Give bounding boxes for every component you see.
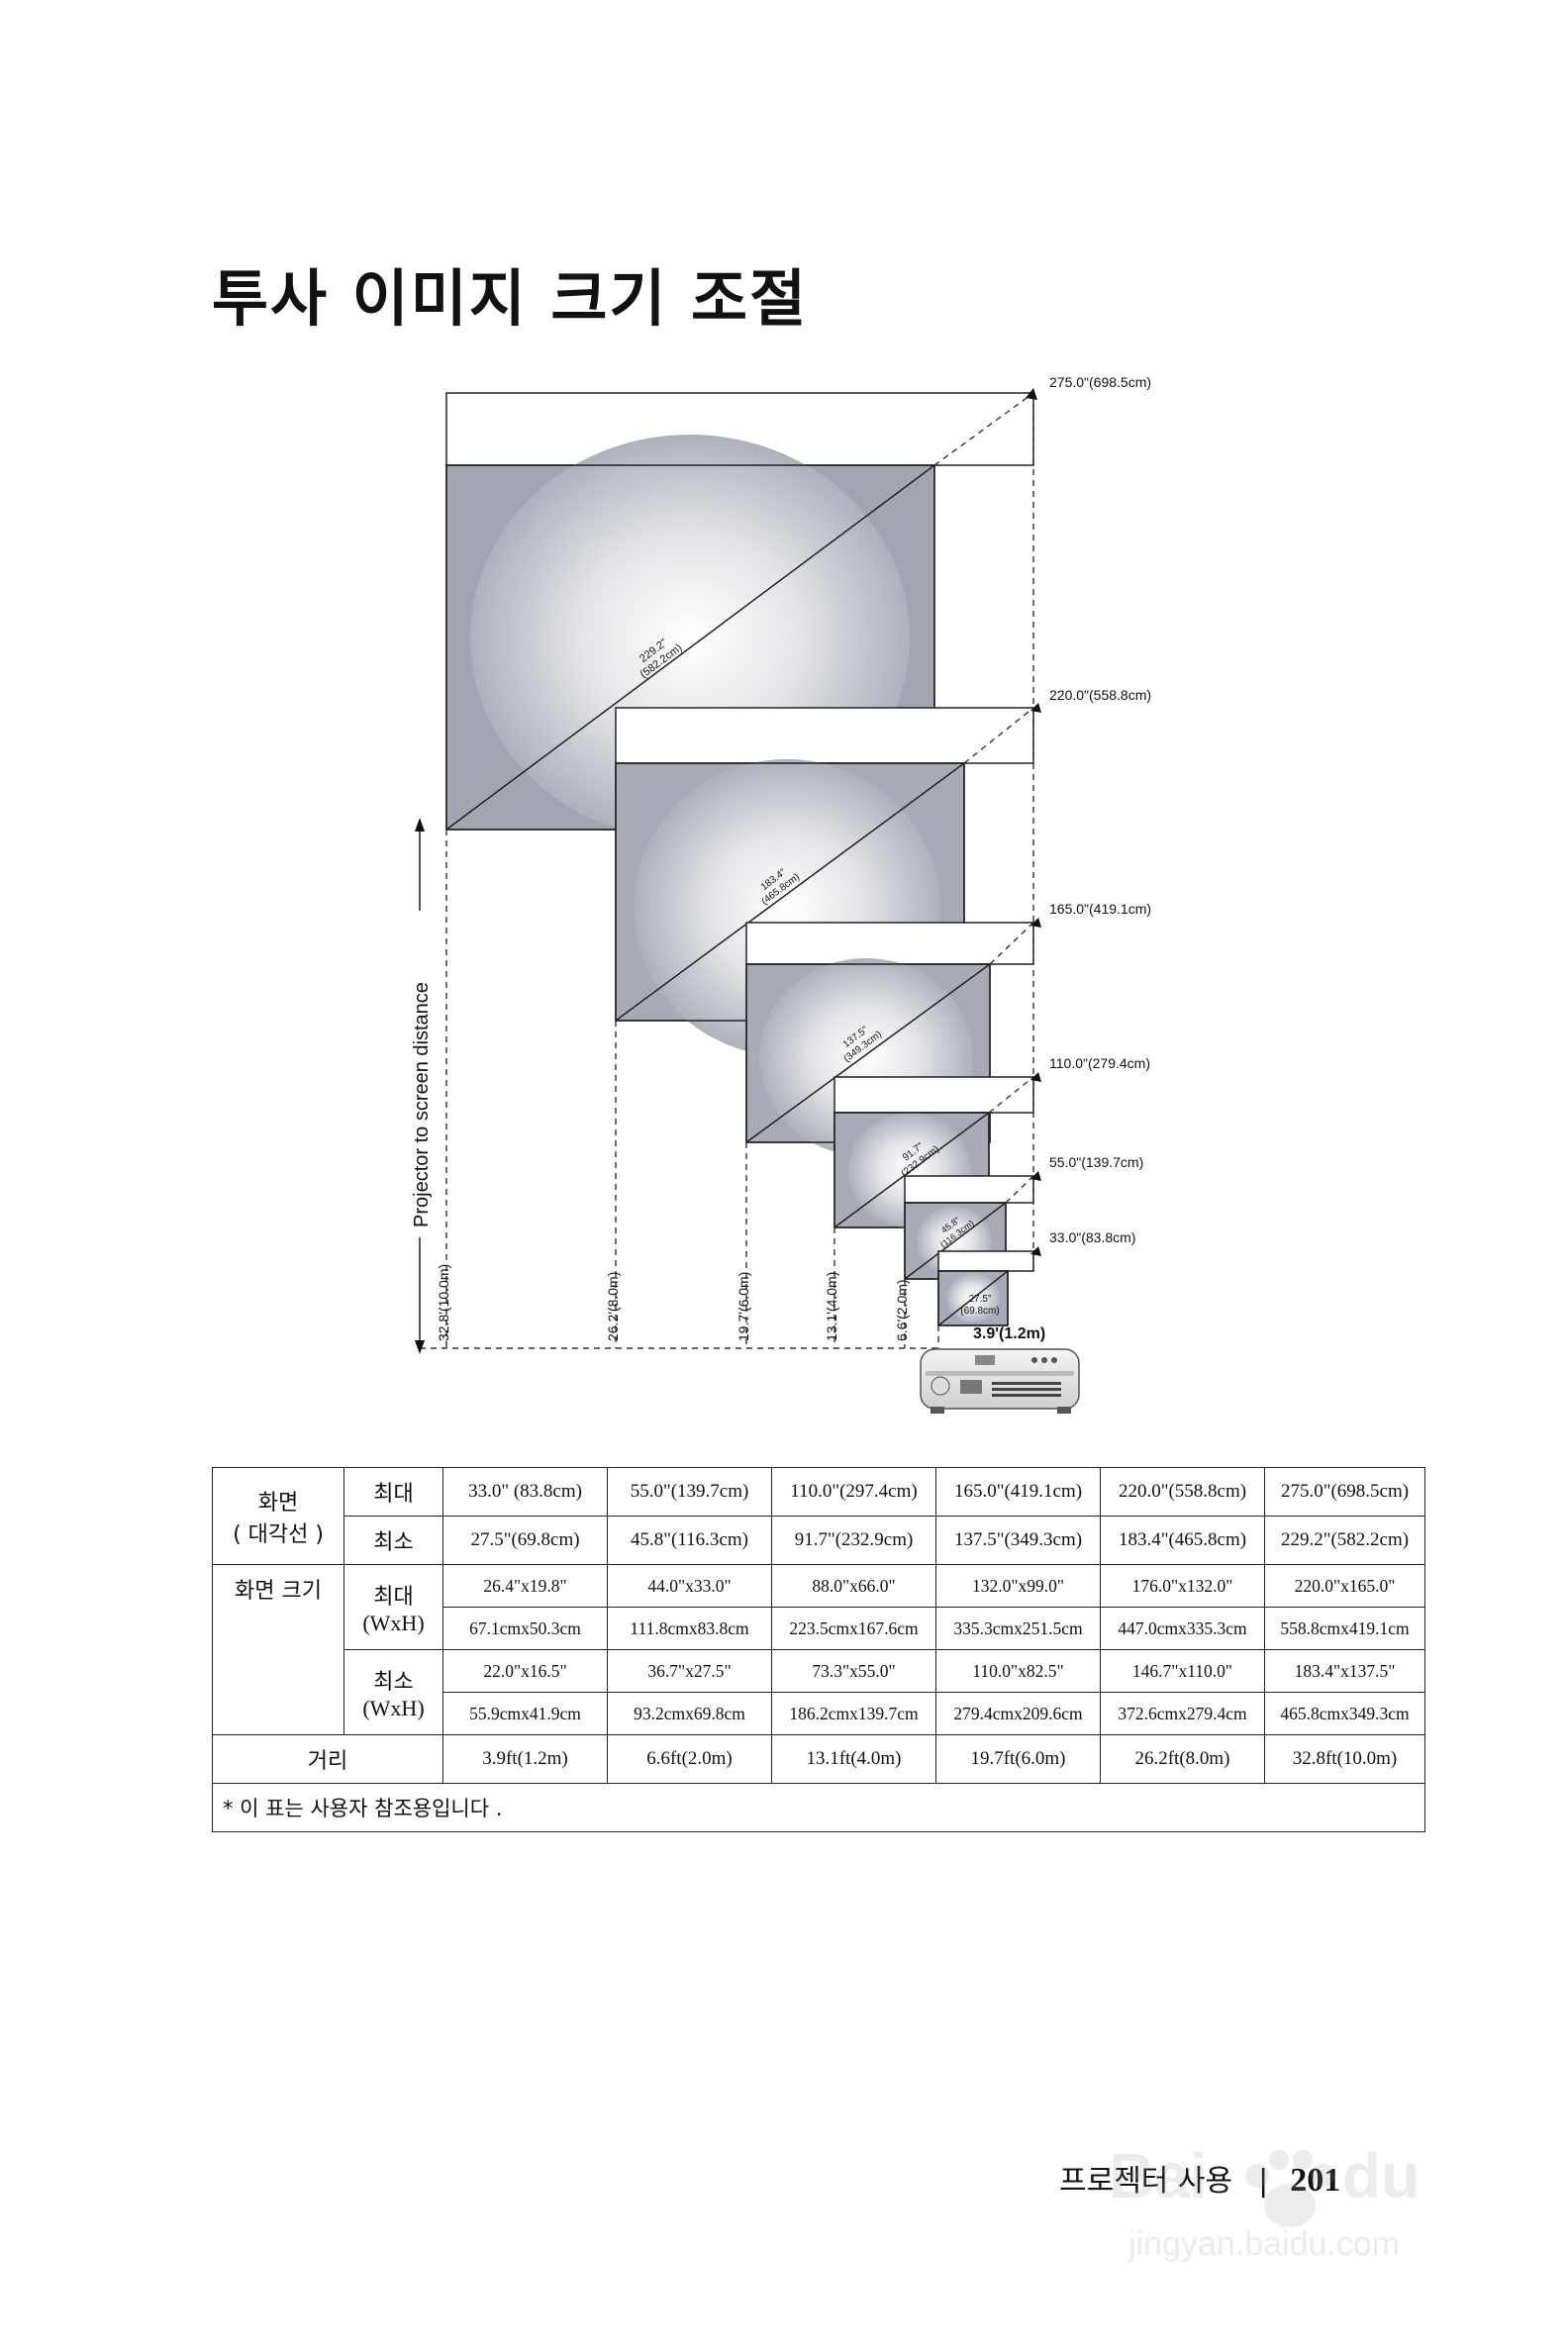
diag-header-cell: 화면 ( 대각선 ) (212, 1467, 344, 1565)
dist-label-6m: 19.7'(6.0m) (735, 1272, 751, 1341)
table-cell: 93.2cmx69.8cm (607, 1692, 772, 1735)
table-cell: 110.0"x82.5" (935, 1649, 1101, 1693)
svg-text:jingyan.baidu.com: jingyan.baidu.com (1127, 2225, 1400, 2263)
table-cell: 55.0"(139.7cm) (607, 1467, 772, 1517)
screen-33-min-label: 27.5"(69.8cm) (960, 1294, 999, 1317)
table-cell: 88.0"x66.0" (771, 1564, 936, 1608)
table-cell: 183.4"(465.8cm) (1100, 1516, 1265, 1565)
wxh-label: (WxH) (362, 1610, 425, 1635)
table-cell: 223.5cmx167.6cm (771, 1607, 936, 1650)
max-label-33: 33.0"(83.8cm) (1049, 1229, 1135, 1245)
table-cell: 132.0"x99.0" (935, 1564, 1101, 1608)
axis-down-arrow-icon (415, 1340, 425, 1354)
table-cell: 73.3"x55.0" (771, 1649, 936, 1693)
table-cell: 220.0"(558.8cm) (1100, 1467, 1265, 1517)
table-cell: 19.7ft(6.0m) (935, 1734, 1101, 1784)
projection-size-diagram: 229.2"(582.2cm) 183.4"(465.8cm) 137.5"(3… (411, 374, 1151, 1414)
table-cell: 137.5"(349.3cm) (935, 1516, 1101, 1565)
projector-icon (920, 1348, 1080, 1414)
table-cell: 3.9ft(1.2m) (442, 1734, 608, 1784)
size-max-header: 최대(WxH) (343, 1564, 443, 1650)
svg-text:Bai: Bai (1109, 2140, 1208, 2211)
table-cell: 229.2"(582.2cm) (1264, 1516, 1425, 1565)
dist-label-10m: 32.8'(10.0m) (436, 1264, 451, 1341)
table-cell: 26.2ft(8.0m) (1100, 1734, 1265, 1784)
table-cell: 27.5"(69.8cm) (442, 1516, 608, 1565)
min-label: 최소 (343, 1516, 443, 1565)
axis-up-arrow-icon (415, 818, 425, 832)
table-row: 화면 크기 최대(WxH) 26.4"x19.8" 44.0"x33.0" 88… (212, 1564, 1425, 1735)
page-title: 투사 이미지 크기 조절 (212, 262, 809, 335)
max-label-55: 55.0"(139.7cm) (1049, 1154, 1143, 1170)
table-cell: 22.0"x16.5" (442, 1649, 608, 1693)
table-cell: 558.8cmx419.1cm (1264, 1607, 1425, 1650)
table-cell: 44.0"x33.0" (607, 1564, 772, 1608)
dist-label-2m: 6.6'(2.0m) (894, 1279, 910, 1341)
table-cell: 183.4"x137.5" (1264, 1649, 1425, 1693)
table-cell: 146.7"x110.0" (1100, 1649, 1265, 1693)
table-cell: 447.0cmx335.3cm (1100, 1607, 1265, 1650)
max-label-110: 110.0"(279.4cm) (1049, 1055, 1150, 1071)
table-cell: 335.3cmx251.5cm (935, 1607, 1101, 1650)
table-cell: 36.7"x27.5" (607, 1649, 772, 1693)
dist-label-4m: 13.1'(4.0m) (824, 1272, 839, 1341)
table-row: * 이 표는 사용자 참조용입니다 . (212, 1783, 1425, 1832)
max-label-165: 165.0"(419.1cm) (1049, 901, 1151, 917)
table-row: 거리 3.9ft(1.2m) 6.6ft(2.0m) 13.1ft(4.0m) … (212, 1734, 1425, 1784)
size-min-label: 최소 (373, 1669, 414, 1695)
table-cell: 111.8cmx83.8cm (607, 1607, 772, 1650)
max-label: 최대 (343, 1467, 443, 1517)
diag-label-2: ( 대각선 ) (233, 1521, 324, 1547)
table-cell: 55.9cmx41.9cm (442, 1692, 608, 1735)
table-note: * 이 표는 사용자 참조용입니다 . (212, 1783, 1425, 1832)
table-cell: 6.6ft(2.0m) (607, 1734, 772, 1784)
table-cell: 186.2cmx139.7cm (771, 1692, 936, 1735)
table-cell: 67.1cmx50.3cm (442, 1607, 608, 1650)
table-cell: 176.0"x132.0" (1100, 1564, 1265, 1608)
size-label: 화면 크기 (212, 1564, 344, 1735)
table-cell: 32.8ft(10.0m) (1264, 1734, 1425, 1784)
table-cell: 91.7"(232.9cm) (771, 1516, 936, 1565)
table-cell: 110.0"(297.4cm) (771, 1467, 936, 1517)
table-row: 화면 ( 대각선 ) 최대 33.0" (83.8cm) 55.0"(139.7c… (212, 1467, 1425, 1565)
table-cell: 220.0"x165.0" (1264, 1564, 1425, 1608)
table-cell: 279.4cmx209.6cm (935, 1692, 1101, 1735)
max-label-275: 275.0"(698.5cm) (1049, 374, 1151, 390)
table-cell: 372.6cmx279.4cm (1100, 1692, 1265, 1735)
size-max-label: 최대 (373, 1584, 414, 1610)
diag-label-1: 화면 (257, 1490, 299, 1516)
page-number: 201 (1290, 2162, 1340, 2199)
table-cell: 465.8cmx349.3cm (1264, 1692, 1425, 1735)
footer-section: 프로젝터 사용 (1059, 2164, 1233, 2199)
distance-label: 거리 (212, 1734, 443, 1784)
table-row: 55.9cmx41.9cm 93.2cmx69.8cm 186.2cmx139.… (213, 1692, 1425, 1735)
dist-label-8m: 26.2'(8.0m) (605, 1272, 621, 1341)
table-cell: 26.4"x19.8" (442, 1564, 608, 1608)
table-cell: 13.1ft(4.0m) (771, 1734, 936, 1784)
watermark-logo: Bai du jingyan.baidu.com (1109, 2140, 1420, 2263)
wxh-label: (WxH) (362, 1695, 425, 1720)
size-min-header: 최소(WxH) (343, 1649, 443, 1735)
table-cell: 165.0"(419.1cm) (935, 1467, 1101, 1517)
max-label-220: 220.0"(558.8cm) (1049, 687, 1151, 703)
table-row: 67.1cmx50.3cm 111.8cmx83.8cm 223.5cmx167… (213, 1607, 1425, 1650)
table-cell: 33.0" (83.8cm) (442, 1467, 608, 1517)
table-cell: 275.0"(698.5cm) (1264, 1467, 1425, 1517)
table-cell: 45.8"(116.3cm) (607, 1516, 772, 1565)
table-row: 최소(WxH) 22.0"x16.5" 36.7"x27.5" 73.3"x55… (213, 1649, 1425, 1735)
table-row: 최소 27.5"(69.8cm) 45.8"(116.3cm) 91.7"(23… (213, 1516, 1425, 1565)
dist-label-1-2m: 3.9'(1.2m) (973, 1325, 1045, 1342)
svg-text:du: du (1342, 2140, 1420, 2211)
footer-separator: | (1258, 2164, 1268, 2199)
screen-33: 27.5"(69.8cm) (937, 1250, 1034, 1326)
spec-table: 화면 ( 대각선 ) 최대 33.0" (83.8cm) 55.0"(139.7c… (212, 1467, 1425, 1832)
axis-label: Projector to screen distance (411, 982, 433, 1227)
page-footer: 프로젝터 사용 | 201 (1059, 2156, 1340, 2200)
top-arrow-icon (1026, 388, 1037, 400)
